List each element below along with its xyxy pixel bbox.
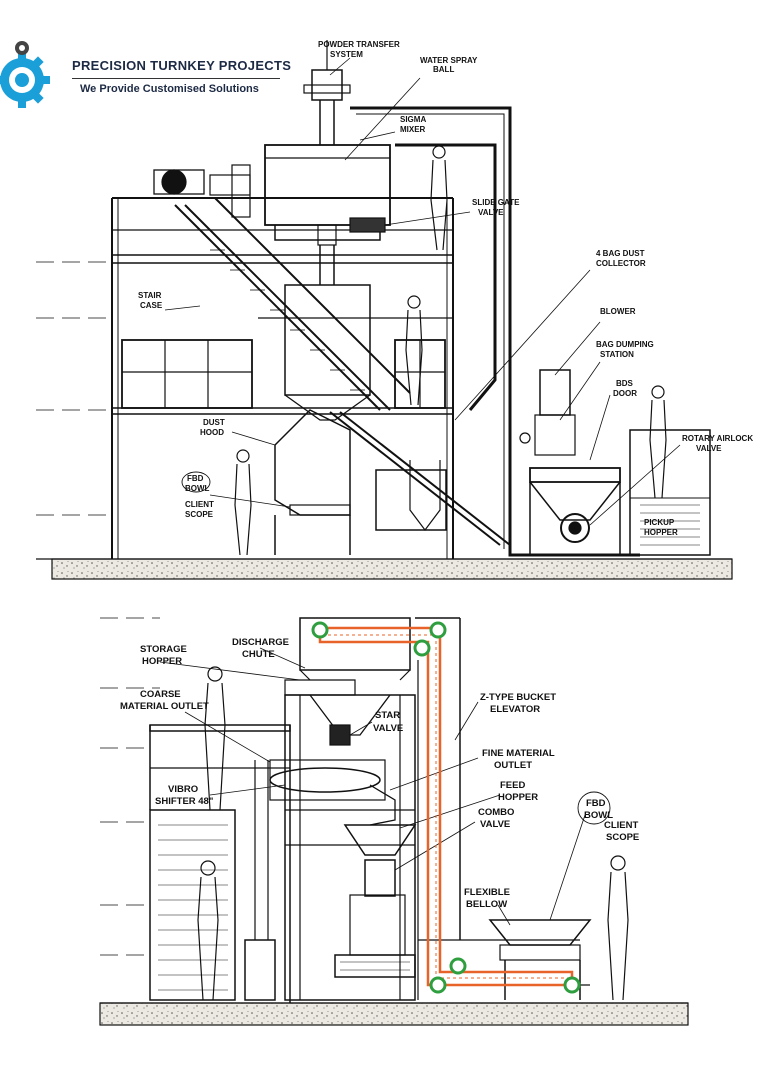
bottom-plant-drawing (99, 617, 689, 1026)
svg-text:SHIFTER 48": SHIFTER 48" (155, 796, 213, 807)
svg-text:SCOPE: SCOPE (606, 832, 639, 843)
top-ground-slab (51, 558, 733, 580)
label-bds-door: BDS (616, 379, 634, 388)
svg-text:STATION: STATION (600, 350, 634, 359)
svg-text:BOWL: BOWL (584, 810, 613, 821)
sigma-mixer (264, 144, 391, 226)
label-feed-hopper: FEED (500, 780, 525, 791)
mid-vessel (284, 284, 371, 396)
operator-figure-5 (204, 666, 226, 811)
label-discharge-chute: DISCHARGE (232, 637, 289, 648)
sprocket-icon (429, 621, 447, 639)
svg-text:MIXER: MIXER (400, 125, 426, 134)
water-pipe (350, 106, 640, 557)
gear-logo-icon (0, 41, 50, 108)
rotary-airlock-valve (560, 513, 590, 543)
star-valve (329, 724, 351, 746)
bag-dumping-station (529, 467, 621, 483)
svg-text:VALVE: VALVE (696, 444, 722, 453)
vibro-shifter (269, 767, 381, 793)
brand-title: PRECISION TURNKEY PROJECTS (72, 58, 292, 73)
top-labels: POWDER TRANSFER SYSTEM WATER SPRAY BALL … (138, 40, 753, 537)
label-rotary-airlock: ROTARY AIRLOCK (682, 434, 753, 443)
operator-figure-6 (197, 860, 219, 1001)
brand-divider (72, 78, 280, 79)
svg-text:BELLOW: BELLOW (466, 899, 507, 910)
label-flexible-bellow: FLEXIBLE (464, 887, 510, 898)
label-pickup-hopper: PICKUP (644, 518, 675, 527)
sprocket-icon (311, 621, 329, 639)
label-coarse-outlet: COARSE (140, 689, 181, 700)
svg-text:ELEVATOR: ELEVATOR (490, 704, 540, 715)
brand-tagline: We Provide Customised Solutions (80, 83, 259, 95)
svg-text:HOPPER: HOPPER (498, 792, 538, 803)
fbd-bowl (488, 919, 592, 946)
mixer-motor (161, 169, 187, 195)
svg-text:BALL: BALL (433, 65, 454, 74)
slide-gate-valve (349, 217, 386, 233)
sprocket-icon (413, 639, 431, 657)
label-slide-gate: SLIDE GATE (472, 198, 520, 207)
svg-text:VALVE: VALVE (373, 723, 403, 734)
label-fbd-bowl-top: FBD (187, 474, 204, 483)
label-staircase: STAIR (138, 291, 162, 300)
svg-text:VALVE: VALVE (478, 208, 504, 217)
svg-text:CHUTE: CHUTE (242, 649, 275, 660)
z-type-bucket-elevator (318, 626, 574, 987)
label-vibro-shifter: VIBRO (168, 784, 198, 795)
svg-text:OUTLET: OUTLET (494, 760, 532, 771)
svg-text:COLLECTOR: COLLECTOR (596, 259, 646, 268)
left-platform (149, 809, 236, 1001)
label-storage-hopper: STORAGE (140, 644, 187, 655)
bottom-ground-slab (99, 1002, 689, 1026)
sprocket-icon (449, 957, 467, 975)
svg-text:SCOPE: SCOPE (185, 510, 214, 519)
svg-text:SYSTEM: SYSTEM (330, 50, 363, 59)
svg-text:MATERIAL OUTLET: MATERIAL OUTLET (120, 701, 209, 712)
label-bag-dumping: BAG DUMPING (596, 340, 654, 349)
label-water-spray: WATER SPRAY (420, 56, 478, 65)
sprocket-icon (563, 976, 581, 994)
operator-figure-2 (405, 295, 423, 406)
label-blower: BLOWER (600, 307, 636, 316)
svg-text:DOOR: DOOR (613, 389, 637, 398)
dust-hood (274, 409, 351, 516)
label-star-valve: STAR (375, 710, 400, 721)
svg-text:CASE: CASE (140, 301, 163, 310)
svg-text:HOPPER: HOPPER (142, 656, 182, 667)
operator-figure-1 (430, 145, 448, 251)
label-z-type-elevator: Z-TYPE BUCKET (480, 692, 556, 703)
sprocket-icon (429, 976, 447, 994)
svg-text:HOPPER: HOPPER (644, 528, 678, 537)
label-dust-hood: DUST (203, 418, 225, 427)
svg-text:BOWL: BOWL (185, 484, 210, 493)
top-plant-drawing (36, 40, 733, 580)
bottom-labels: STORAGE HOPPER DISCHARGE CHUTE COARSE MA… (120, 637, 639, 910)
label-bag-dust: 4 BAG DUST (596, 249, 645, 258)
label-powder-transfer: POWDER TRANSFER (318, 40, 400, 49)
label-fine-material: FINE MATERIAL (482, 748, 555, 759)
svg-text:HOOD: HOOD (200, 428, 224, 437)
storage-hopper (299, 617, 411, 671)
operator-figure-3 (234, 449, 252, 556)
operator-figure-7 (607, 855, 629, 1001)
operator-figure-4 (649, 385, 667, 499)
bag-dust-collector (539, 369, 571, 416)
label-client-scope-top: CLIENT (185, 500, 214, 509)
label-client-scope-bottom: CLIENT (604, 820, 639, 831)
brand-header: PRECISION TURNKEY PROJECTS We Provide Cu… (0, 38, 300, 118)
label-fbd-bowl-bottom: FBD (586, 798, 606, 809)
combo-valve (364, 859, 396, 897)
elevator-sprockets (311, 621, 581, 994)
svg-text:VALVE: VALVE (480, 819, 510, 830)
label-sigma-mixer: SIGMA (400, 115, 426, 124)
label-combo-valve: COMBO (478, 807, 514, 818)
feed-hopper (343, 824, 417, 856)
